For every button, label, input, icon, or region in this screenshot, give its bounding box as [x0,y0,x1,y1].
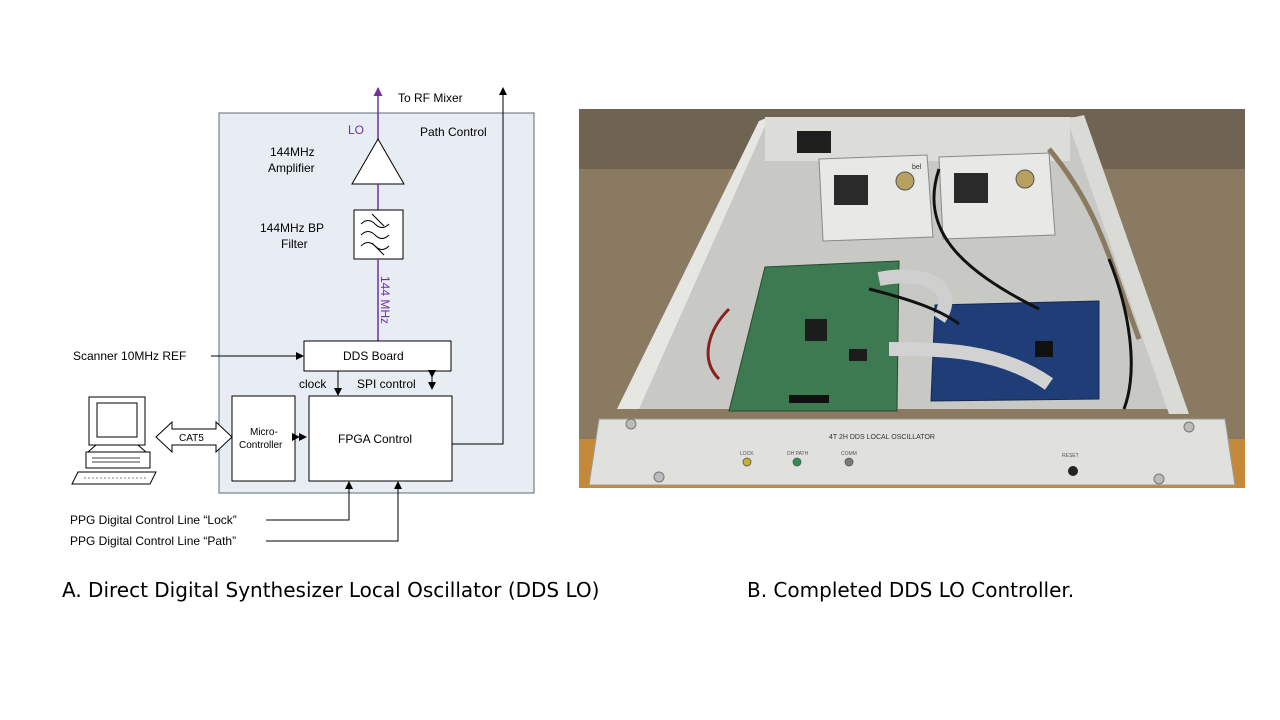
comm-led [844,457,854,467]
clock-label: clock [299,377,327,391]
front-panel-label: 4T 2H DDS LOCAL OSCILLATOR [829,434,935,441]
dds-board-label: DDS Board [343,349,404,363]
cable-3 [706,307,731,381]
ppg-path-label: PPG Digital Control Line “Path” [70,534,236,548]
cat5-double-arrow [155,420,233,454]
dds-board-box [303,340,452,372]
reset-label: RESET [1062,453,1079,459]
amplifier-label-1: 144MHz [270,145,315,159]
caption-a: A. Direct Digital Synthesizer Local Osci… [62,578,600,602]
svg-text:bel: bel [912,164,922,171]
power-module-2 [938,152,1056,240]
block-diagram: LO To RF Mixer Path Control 144MHz Ampli… [70,87,535,548]
path-control-label: Path Control [420,125,487,139]
lo-label: LO [348,123,364,137]
cable-1 [932,168,1040,311]
microcontroller-box [231,395,296,482]
micro-label-2: Controller [239,440,283,451]
ppg-lock-line [266,481,353,521]
lock-led [742,457,752,467]
panel-screw-2 [1183,421,1195,433]
ppg-path-line [266,481,402,542]
fpga-label: FPGA Control [338,432,412,446]
reset-button [1068,466,1078,476]
filter-slash-1 [371,213,385,227]
filter-label-2: Filter [281,237,308,251]
spi-label: SPI control [357,377,416,391]
panel-screw-3 [653,471,665,483]
cat5-label: CAT5 [179,433,204,444]
computer-icon [71,396,157,485]
pcb-header [789,395,829,403]
dds-chip [1035,341,1053,357]
ribbon-cable-2 [888,342,1054,390]
iec-inlet [797,131,831,153]
led-label-comm: COMM [841,451,857,457]
panel-screw-1 [625,418,637,430]
filter-slash-2 [371,242,385,256]
front-panel [588,418,1236,486]
led-label-path: DH PATH [787,451,809,457]
freq-label: 144 MHz [378,276,392,324]
caption-b: B. Completed DDS LO Controller. [747,578,1075,602]
cable-4 [1107,258,1133,410]
pcb-chip-2 [849,349,867,361]
path-led [792,457,802,467]
led-label-lock: LOCK [740,451,754,457]
path-control-line [452,87,507,445]
fpga-chip [805,319,827,341]
cable-5 [868,287,960,326]
fpga-box [308,395,453,482]
chassis-left-wall [617,117,769,409]
amplifier-label-2: Amplifier [268,161,315,175]
ribbon-cable-1 [877,269,953,323]
chassis-right-wall [1067,115,1189,414]
panel-screw-4 [1153,473,1165,485]
to-rf-mixer-label: To RF Mixer [398,91,463,105]
dds-pcb [930,300,1100,402]
micro-label-1: Micro- [250,427,278,438]
ppg-lock-label: PPG Digital Control Line “Lock” [70,513,237,527]
cable-2 [1047,147,1142,340]
controller-photo: 4T 2H DDS LOCAL OSCILLATOR LOCK DH PATH … [579,109,1245,488]
scanner-ref-label: Scanner 10MHz REF [73,349,186,363]
power-module-1: bel [818,154,934,242]
filter-label-1: 144MHz BP [260,221,324,235]
